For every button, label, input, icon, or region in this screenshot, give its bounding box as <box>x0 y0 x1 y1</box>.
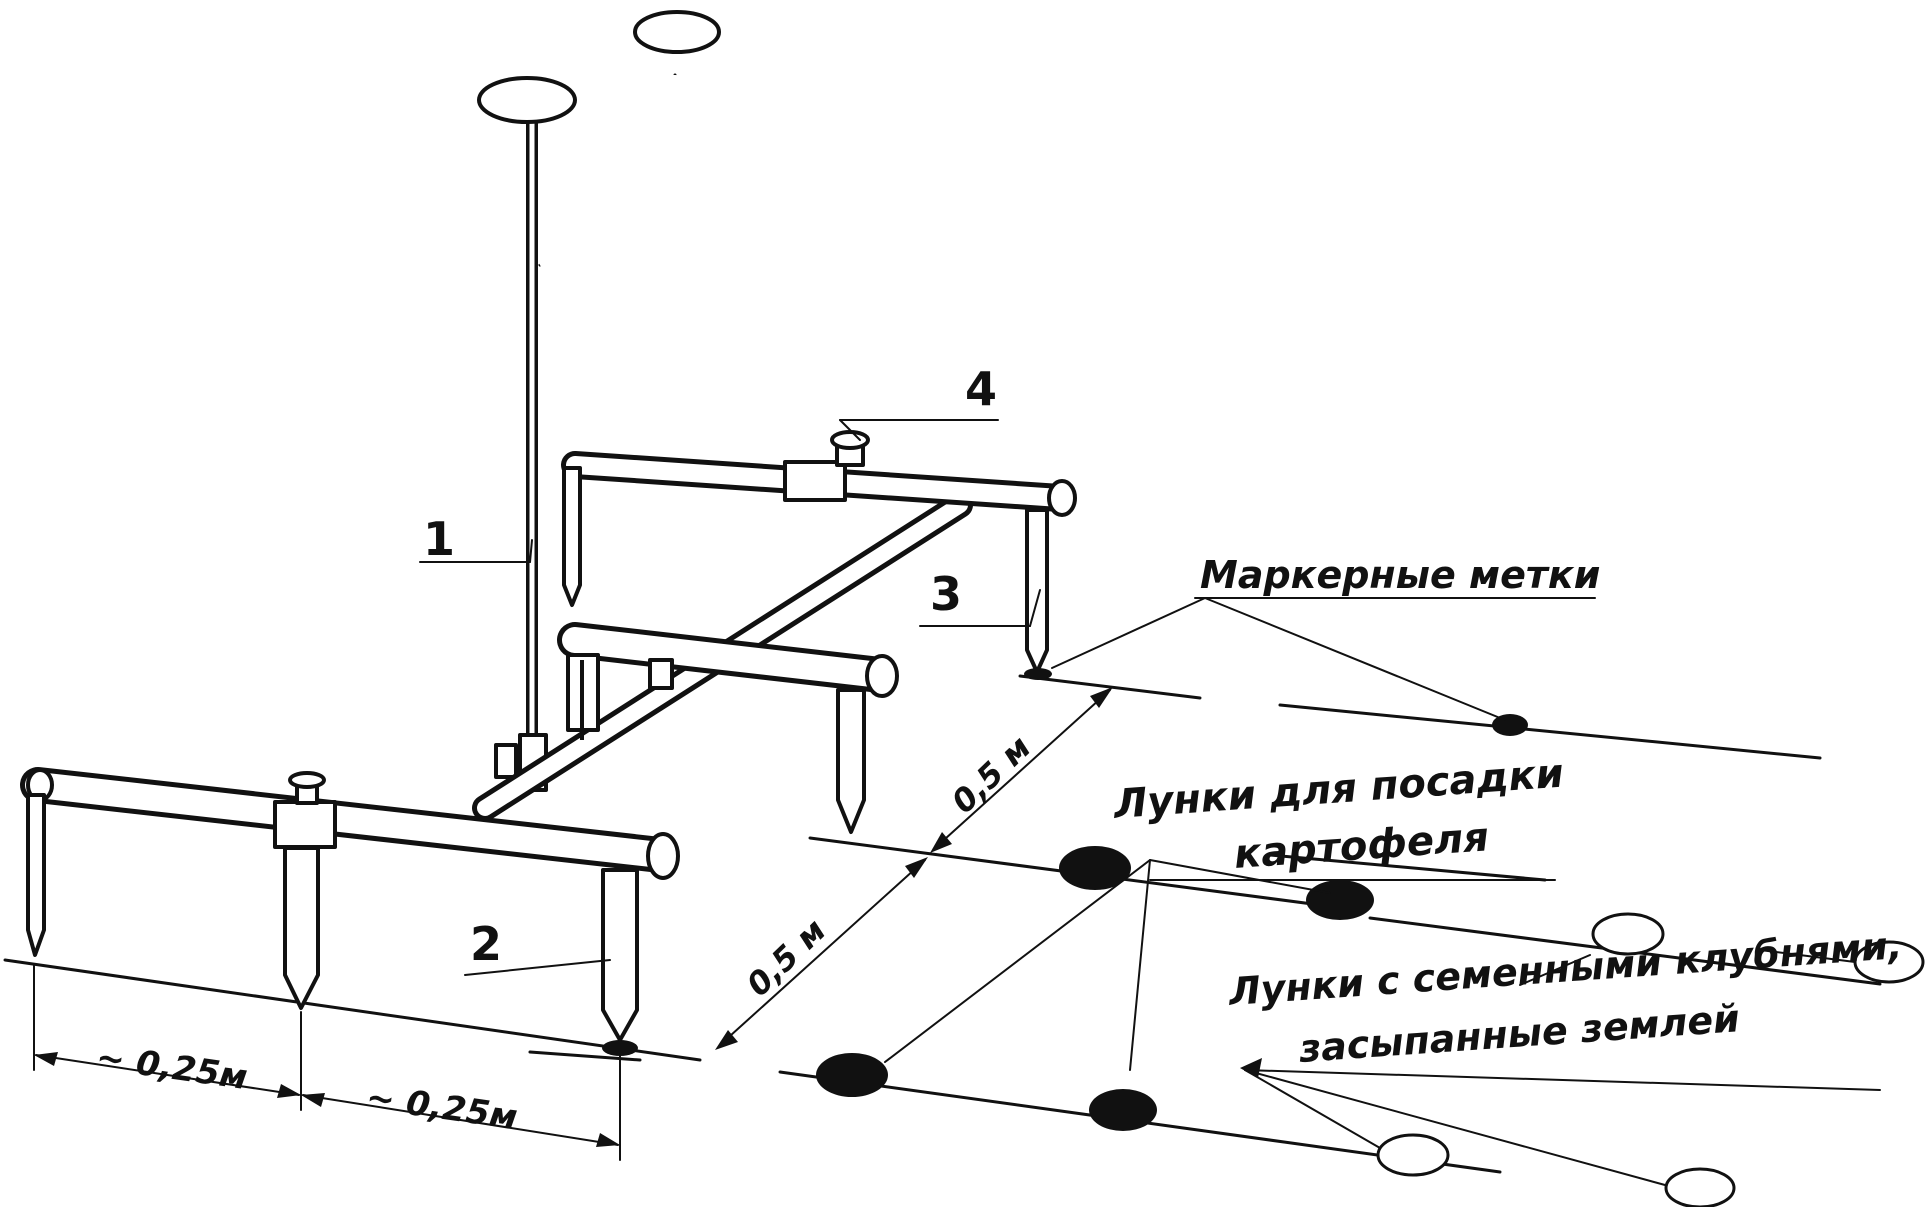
back-frame <box>561 430 1077 680</box>
planting-holes <box>816 714 1528 1131</box>
dim-row-spacing-lower: 0,5 м <box>739 911 833 1004</box>
planting-holes-label-line1: Лунки для посадки <box>1111 751 1565 828</box>
planting-hole <box>1089 1089 1157 1131</box>
marker-mark-3 <box>1492 714 1528 736</box>
seed-holes-label-line1: Лунки с семенными клубнями, <box>1227 923 1904 1014</box>
seed-holes-label-line2: засыпанные землей <box>1297 996 1742 1071</box>
planting-hole <box>1306 880 1374 920</box>
front-frame <box>20 767 680 1056</box>
leader-lines <box>419 419 1881 1186</box>
handle <box>477 10 721 792</box>
label-part-1: 1 <box>423 512 455 566</box>
marker-marks-label: Маркерные метки <box>1200 553 1600 597</box>
handle-grip-left <box>477 76 577 124</box>
label-part-4: 4 <box>965 362 997 416</box>
middle-frame <box>557 622 899 834</box>
seed-hole <box>1376 1133 1450 1177</box>
label-part-2: 2 <box>470 917 502 971</box>
planting-hole <box>816 1053 888 1097</box>
marker-mark-1 <box>1024 668 1052 680</box>
seed-hole <box>1664 1167 1736 1207</box>
label-part-3: 3 <box>930 567 962 621</box>
dimension-lines <box>33 687 1113 1161</box>
marker-mark-2 <box>602 1040 638 1056</box>
handle-grip-right <box>633 10 721 54</box>
dim-row-spacing-upper: 0,5 м <box>944 728 1038 821</box>
dim-left-spacing: ~ 0,25м <box>94 1037 250 1098</box>
text-labels: 1 2 3 4 Маркерные метки Лунки для посадк… <box>94 362 1904 1138</box>
dim-right-spacing: ~ 0,25м <box>364 1077 520 1138</box>
planting-hole <box>1059 846 1131 890</box>
planting-holes-label-line2: картофеля <box>1232 814 1490 878</box>
seed-hole <box>1591 912 1665 956</box>
